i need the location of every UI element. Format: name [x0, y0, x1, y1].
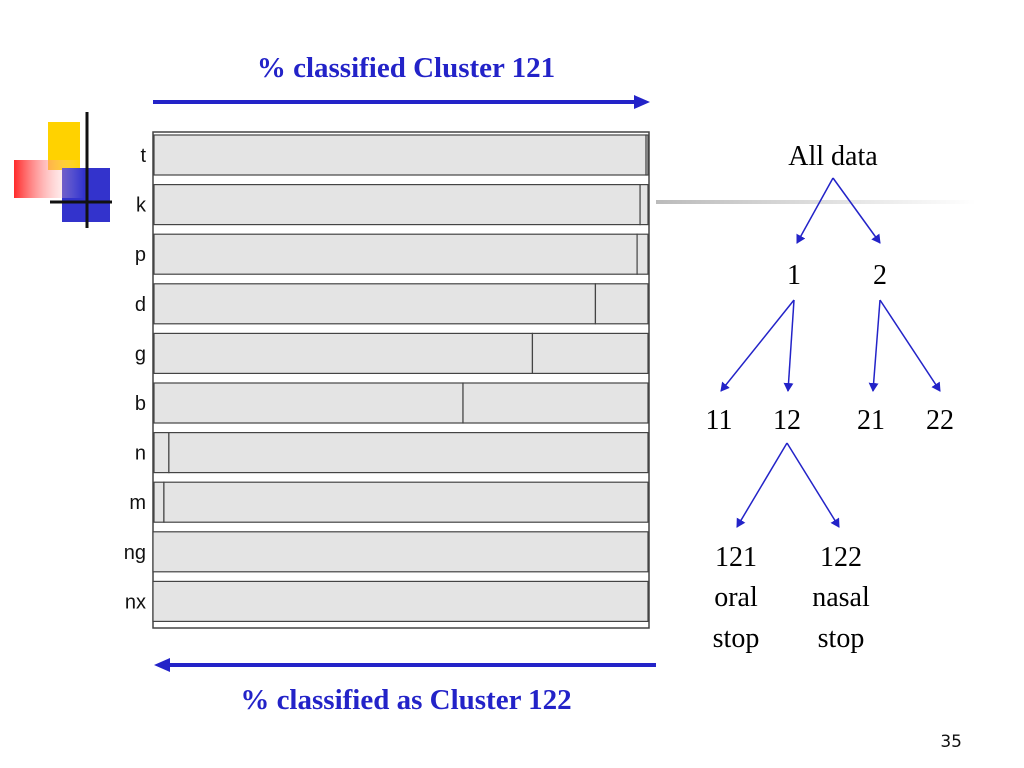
category-label-t: t — [140, 145, 146, 167]
page-number: 35 — [940, 732, 962, 752]
bar-cluster-121-g — [153, 332, 534, 374]
tree-node-22: 22 — [926, 405, 954, 436]
top-axis-label: % classified Cluster 121 — [256, 52, 556, 84]
tree-edge-2-22 — [879, 299, 941, 392]
bar-cluster-122-k — [639, 184, 649, 226]
tree-edge-1-11 — [720, 299, 795, 392]
category-label-ng: ng — [124, 542, 146, 564]
bar-cluster-121-n — [153, 432, 170, 474]
tree-node-1: 1 — [787, 260, 801, 291]
tree-node-121-label-line1: oral — [714, 582, 758, 613]
bottom-axis-label: % classified as Cluster 122 — [240, 684, 572, 716]
bar-cluster-122-t — [645, 134, 649, 176]
category-label-d: d — [135, 294, 146, 316]
category-label-k: k — [136, 195, 147, 217]
tree-node-root: All data — [788, 141, 878, 172]
category-label-n: n — [135, 443, 146, 465]
bottom-arrow — [154, 658, 656, 672]
tree-node-21: 21 — [857, 405, 885, 436]
category-label-b: b — [135, 393, 146, 415]
bar-cluster-121-t — [153, 134, 647, 176]
logo-red-square — [14, 160, 84, 198]
bar-cluster-121-d — [153, 283, 597, 325]
bar-cluster-122-ng — [152, 531, 649, 573]
tree-node-122-label-line2: stop — [818, 623, 865, 654]
bar-cluster-122-nx — [152, 580, 649, 623]
category-label-p: p — [135, 244, 146, 266]
tree-node-121-label-line2: stop — [713, 623, 760, 654]
bar-cluster-122-g — [531, 332, 649, 374]
tree-node-121: 121 — [715, 542, 757, 573]
tree-node-11: 11 — [706, 405, 733, 436]
tree-node-12: 12 — [773, 405, 801, 436]
tree-node-122: 122 — [820, 542, 862, 573]
tree-edge-12-122 — [786, 442, 840, 528]
tree-edge-12-121 — [736, 442, 788, 528]
category-label-nx: nx — [125, 591, 146, 613]
bar-cluster-122-b — [462, 382, 649, 424]
tree-edge-1-12 — [783, 299, 795, 392]
stacked-bar-chart — [152, 131, 650, 629]
bar-cluster-122-n — [168, 432, 649, 474]
bar-cluster-121-m — [153, 481, 165, 523]
decorative-divider — [656, 200, 976, 204]
slide-logo-decoration — [14, 112, 112, 228]
bar-group — [152, 134, 649, 623]
category-label-m: m — [129, 492, 146, 514]
bar-cluster-122-p — [636, 233, 649, 275]
tree-edge-root-2 — [832, 177, 881, 244]
cluster-tree: All data 1 2 11 12 21 22 121 oral stop 1… — [706, 141, 954, 654]
bar-cluster-121-k — [153, 184, 641, 226]
tree-node-2: 2 — [873, 260, 887, 291]
tree-edge-root-1 — [796, 177, 834, 244]
bar-cluster-122-m — [163, 481, 649, 523]
bar-cluster-122-d — [594, 283, 649, 325]
top-arrow — [153, 95, 650, 109]
bar-cluster-121-b — [153, 382, 464, 424]
tree-edge-2-21 — [868, 299, 881, 392]
bar-cluster-121-p — [153, 233, 638, 275]
tree-node-122-label-line1: nasal — [812, 582, 870, 613]
category-label-g: g — [135, 343, 146, 365]
